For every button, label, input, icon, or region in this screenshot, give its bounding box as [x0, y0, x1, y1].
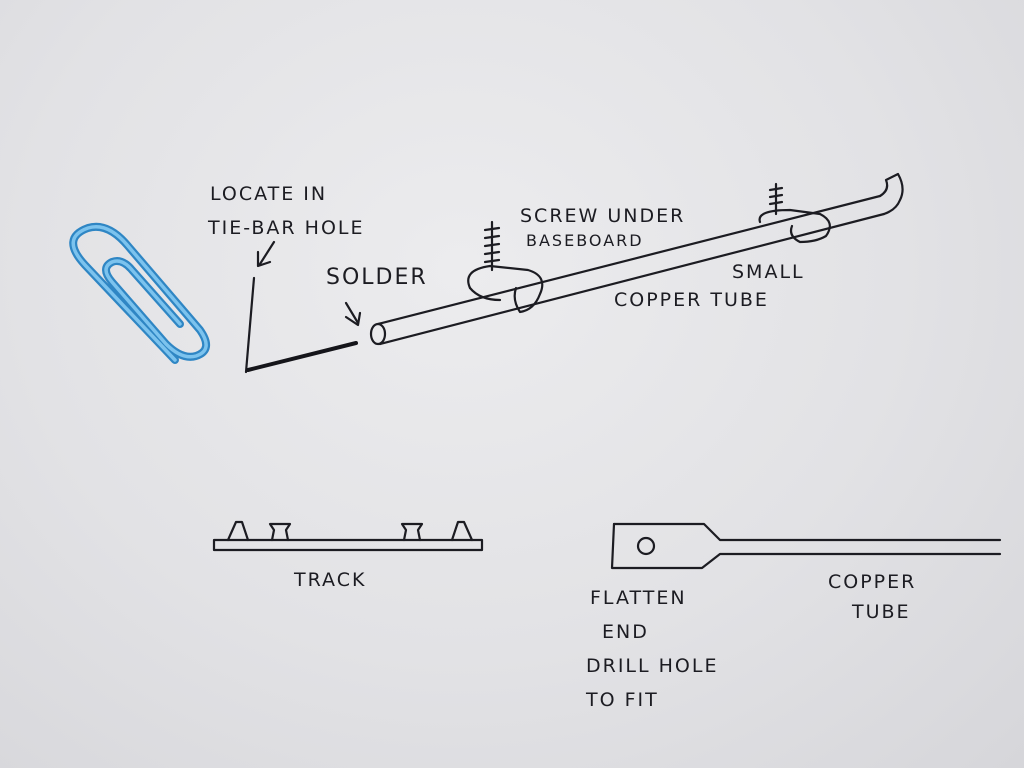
flattened-tube-drawing	[610, 522, 1002, 570]
track-drawing	[212, 520, 484, 552]
strap-clip-left	[467, 264, 544, 314]
paperclip-icon	[69, 222, 210, 364]
label-copper-tube-line2: TUBE	[851, 601, 911, 623]
label-small-copper-tube-line2: COPPER TUBE	[614, 289, 769, 311]
label-flatten-line1: FLATTEN	[590, 587, 687, 609]
screw-icon	[768, 182, 784, 216]
label-flatten-line3: DRILL HOLE	[586, 655, 718, 677]
wire-drawing	[244, 276, 358, 374]
label-solder: SOLDER	[326, 265, 428, 290]
label-locate-line1: LOCATE IN	[210, 183, 327, 205]
label-flatten-line2: END	[602, 621, 649, 643]
label-screw-under-line1: SCREW UNDER	[520, 205, 685, 227]
solder-arrow	[344, 301, 362, 327]
label-locate-line2: TIE-BAR HOLE	[207, 217, 365, 239]
label-screw-under-line2: BASEBOARD	[526, 231, 644, 250]
label-copper-tube-line1: COPPER	[828, 571, 916, 593]
label-track: TRACK	[293, 569, 366, 591]
label-flatten-line4: TO FIT	[585, 689, 659, 711]
copper-tube-drawing	[369, 172, 904, 346]
screw-icon	[483, 220, 501, 272]
label-small-copper-tube-line1: SMALL	[732, 261, 805, 283]
locate-arrow	[256, 240, 276, 268]
strap-clip-right	[758, 208, 831, 244]
